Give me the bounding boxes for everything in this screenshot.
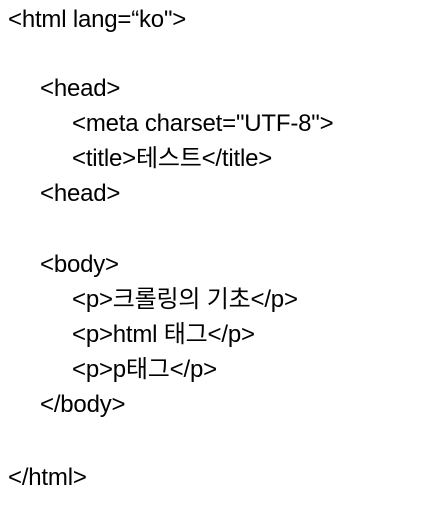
- code-line-p-html-tag: <p>html 태그</p>: [72, 321, 255, 348]
- code-line-body-open: <body>: [40, 251, 119, 278]
- code-line-meta: <meta charset="UTF-8">: [72, 110, 334, 137]
- code-line-p-crawling: <p>크롤링의 기초</p>: [72, 286, 298, 313]
- code-line-p-p-tag: <p>p태그</p>: [72, 356, 217, 383]
- code-line-head-close: <head>: [40, 180, 121, 207]
- code-line-body-close: </body>: [40, 391, 126, 418]
- code-line-html-close: </html>: [8, 464, 87, 491]
- code-line-head-open: <head>: [40, 75, 121, 102]
- code-line-title: <title>테스트</title>: [72, 145, 273, 172]
- code-line-html-open: <html lang=“ko">: [8, 6, 187, 33]
